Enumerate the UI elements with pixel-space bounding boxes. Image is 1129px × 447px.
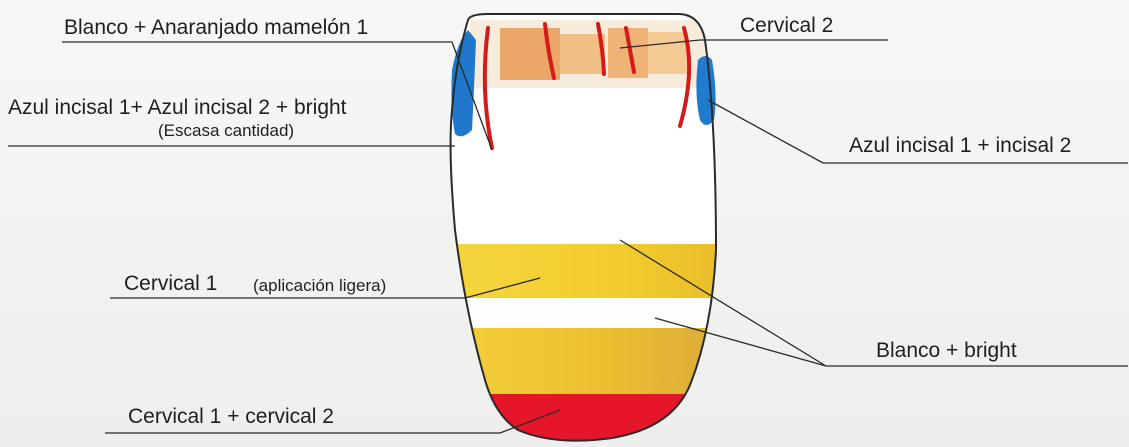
label-cervical2: Cervical 2 [740, 15, 833, 36]
label-escasa: (Escasa cantidad) [158, 122, 294, 139]
label-blanco-bright: Blanco + bright [876, 340, 1017, 361]
mamelon-orange-2 [560, 34, 605, 74]
label-azul-bright: Azul incisal 1+ Azul incisal 2 + bright [8, 97, 347, 118]
label-azul-incisal: Azul incisal 1 + incisal 2 [849, 135, 1071, 156]
red-cervical-band [440, 394, 740, 447]
label-cervical1-2: Cervical 1 + cervical 2 [128, 406, 334, 427]
cervical-lower-band [440, 328, 740, 396]
label-aplicacion: (aplicación ligera) [253, 277, 386, 294]
label-cervical1: Cervical 1 [124, 273, 217, 294]
label-blanco-anaranjado: Blanco + Anaranjado mamelón 1 [64, 17, 368, 38]
white-gap [440, 298, 740, 328]
mamelon-orange-4 [648, 32, 688, 74]
cervical1-band [440, 244, 740, 298]
